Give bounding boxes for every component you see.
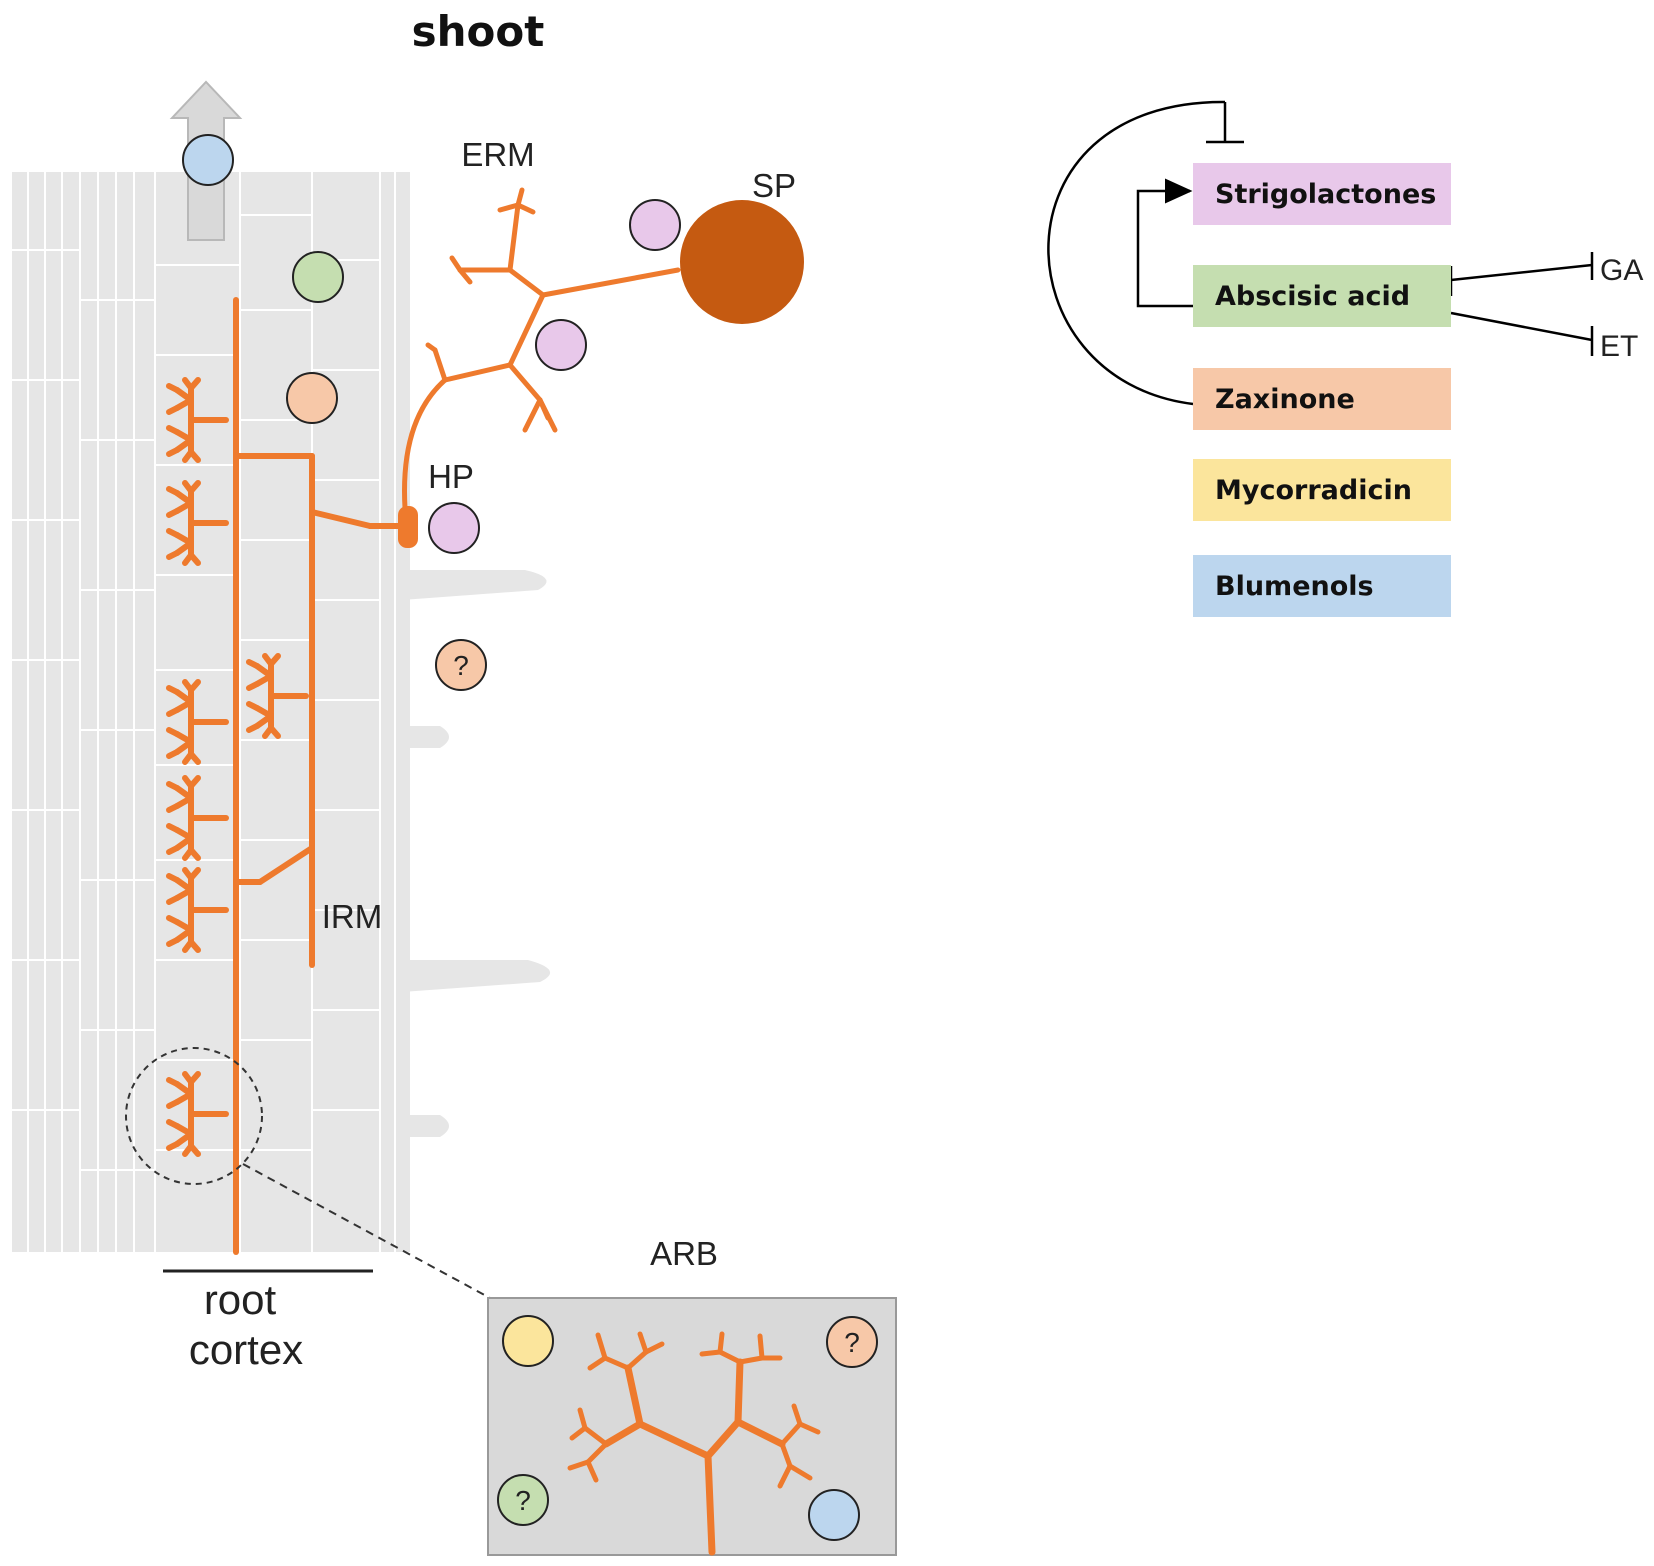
signal-circles <box>182 134 681 691</box>
unknown-zaxinone-circle <box>435 639 487 691</box>
arb-label: ARB <box>650 1235 718 1272</box>
blumenol-circle <box>808 1489 860 1541</box>
zoom-circle <box>125 1047 263 1185</box>
legend-abscisic-acid: Abscisic acid <box>1193 265 1451 327</box>
question-mark: ? <box>844 1327 860 1358</box>
aba-promotes-strigolactones <box>1136 178 1193 308</box>
root-hair <box>402 1115 449 1137</box>
spore <box>680 200 804 324</box>
ga-inhibits-aba <box>1450 263 1593 282</box>
extraradical-mycelium <box>402 187 681 511</box>
legend-strigolactones: Strigolactones <box>1193 163 1451 225</box>
mycorradicin-circle <box>502 1315 554 1367</box>
strigolactone-circle <box>629 199 681 251</box>
strigolactone-circle <box>535 319 587 371</box>
question-mark: ? <box>453 650 469 681</box>
blumenol-circle <box>182 134 234 186</box>
et-label: ET <box>1600 330 1638 363</box>
legend-zaxinone: Zaxinone <box>1193 368 1451 430</box>
ga-label: GA <box>1600 254 1643 287</box>
root-hair <box>402 726 449 748</box>
root-hair <box>402 570 547 600</box>
legend-mycorradicin: Mycorradicin <box>1193 459 1451 521</box>
erm-label: ERM <box>461 136 534 173</box>
zoom-connector <box>242 1163 491 1299</box>
cortex-label: cortex <box>189 1326 303 1373</box>
strigolactone-circle <box>428 502 480 554</box>
hyphopodium <box>398 506 418 548</box>
root-hair <box>402 960 551 992</box>
zaxinone-inhibits-strigolactones <box>1047 100 1226 406</box>
abscisic-acid-circle <box>292 251 344 303</box>
hp-label: HP <box>428 458 474 495</box>
irm-label: IRM <box>322 898 383 935</box>
intraradical-hyphae <box>233 297 408 1255</box>
unknown-zaxinone-circle <box>826 1316 878 1368</box>
shoot-label: shoot <box>412 7 545 56</box>
root-tissue <box>12 172 551 1252</box>
legend-blumenols: Blumenols <box>1193 555 1451 617</box>
et-inhibits-aba <box>1450 311 1593 342</box>
arb-inset: ? ? <box>487 1297 897 1556</box>
sp-label: SP <box>752 167 796 204</box>
root-label: root <box>204 1276 277 1323</box>
unknown-abscisic-acid-circle <box>497 1474 549 1526</box>
zaxinone-circle <box>286 372 338 424</box>
regulation-network <box>1047 100 1594 406</box>
question-mark: ? <box>515 1485 531 1516</box>
